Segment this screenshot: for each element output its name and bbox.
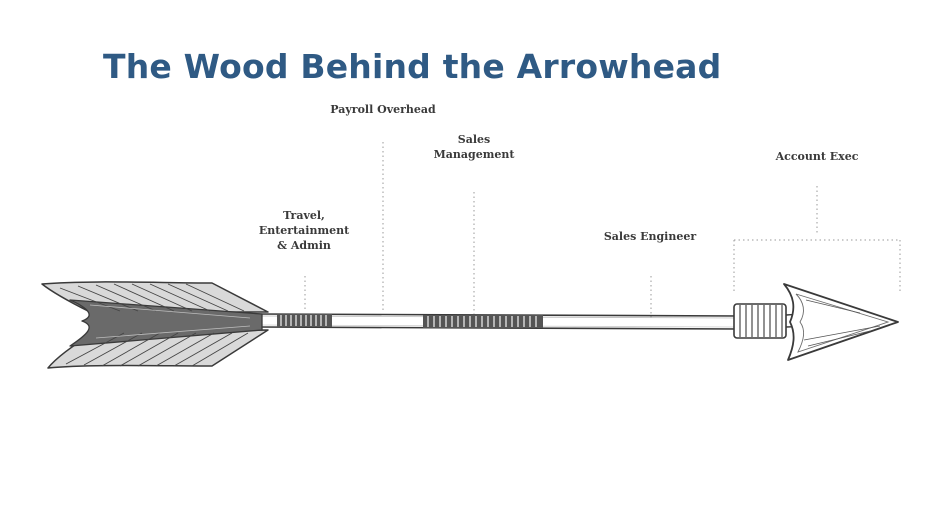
shaft-binding-rear	[277, 314, 332, 327]
arrow-fletching	[41, 281, 269, 369]
label-sales-engineer: Sales Engineer	[603, 230, 697, 243]
label-account-exec: Account Exec	[775, 150, 859, 163]
label-travel: Travel, Entertainment & Admin	[258, 209, 350, 252]
slide-title: The Wood Behind the Arrowhead	[103, 47, 722, 86]
shaft-binding-middle	[423, 315, 543, 328]
arrowhead	[783, 283, 899, 361]
label-sales-management: Sales Management	[433, 133, 515, 161]
leader-lines	[304, 142, 901, 318]
leader-account-exec	[733, 186, 901, 292]
label-payroll: Payroll Overhead	[330, 103, 436, 116]
